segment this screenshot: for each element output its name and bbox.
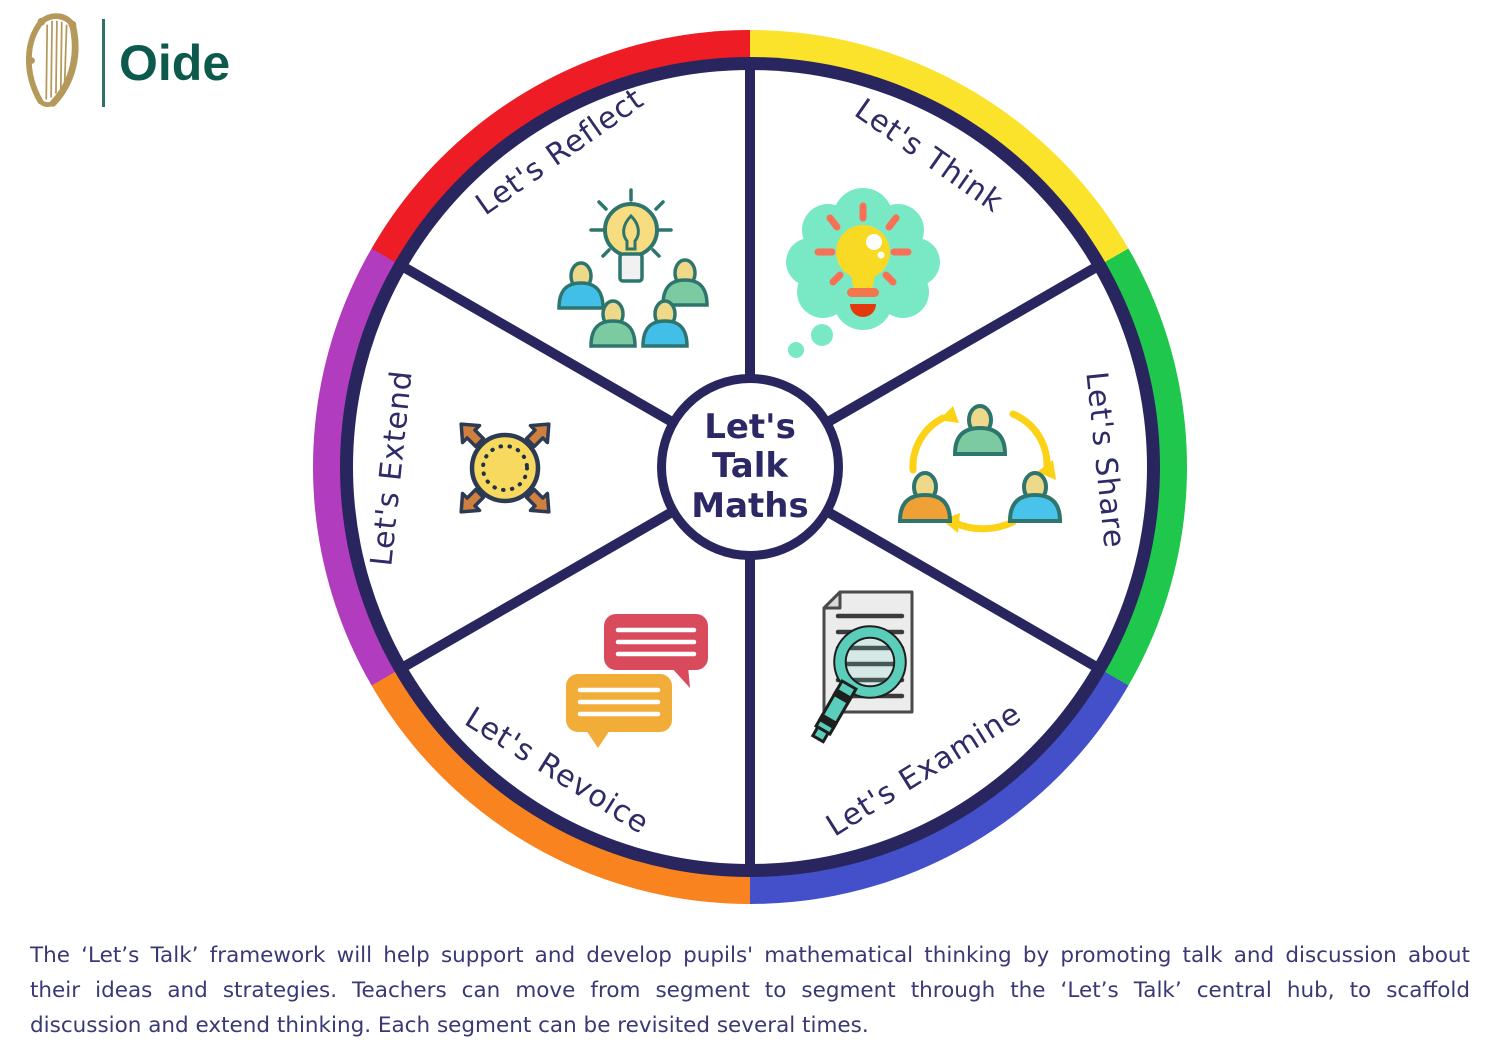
speech-bubbles-icon	[566, 614, 708, 748]
hub-text-line1: Let's	[704, 406, 796, 447]
people-cycle-arrows-icon	[897, 404, 1063, 533]
hub-text-line3: Maths	[691, 485, 809, 526]
hub-text-line2: Talk	[711, 446, 789, 487]
thought-bubble-lightbulb-icon	[786, 188, 940, 358]
logo-divider	[102, 19, 105, 107]
central-hub: Let's Talk Maths	[657, 374, 843, 560]
description-line-2: their ideas and strategies. Teachers can…	[30, 978, 1470, 1003]
framework-description: The ‘Let’s Talk’ framework will help sup…	[30, 938, 1470, 1043]
description-line-1: The ‘Let’s Talk’ framework will help sup…	[30, 943, 1470, 968]
lets-talk-wheel: Let's Reflect Let's Think Let's Share Le…	[313, 30, 1187, 904]
expand-arrows-icon	[459, 422, 551, 514]
oide-logo: Oide	[20, 12, 230, 114]
description-line-3: discussion and extend thinking. Each seg…	[30, 1013, 869, 1038]
group-lightbulb-icon	[557, 188, 709, 348]
brand-name: Oide	[119, 35, 231, 91]
harp-icon	[25, 13, 79, 108]
document-magnifier-icon	[810, 590, 914, 744]
